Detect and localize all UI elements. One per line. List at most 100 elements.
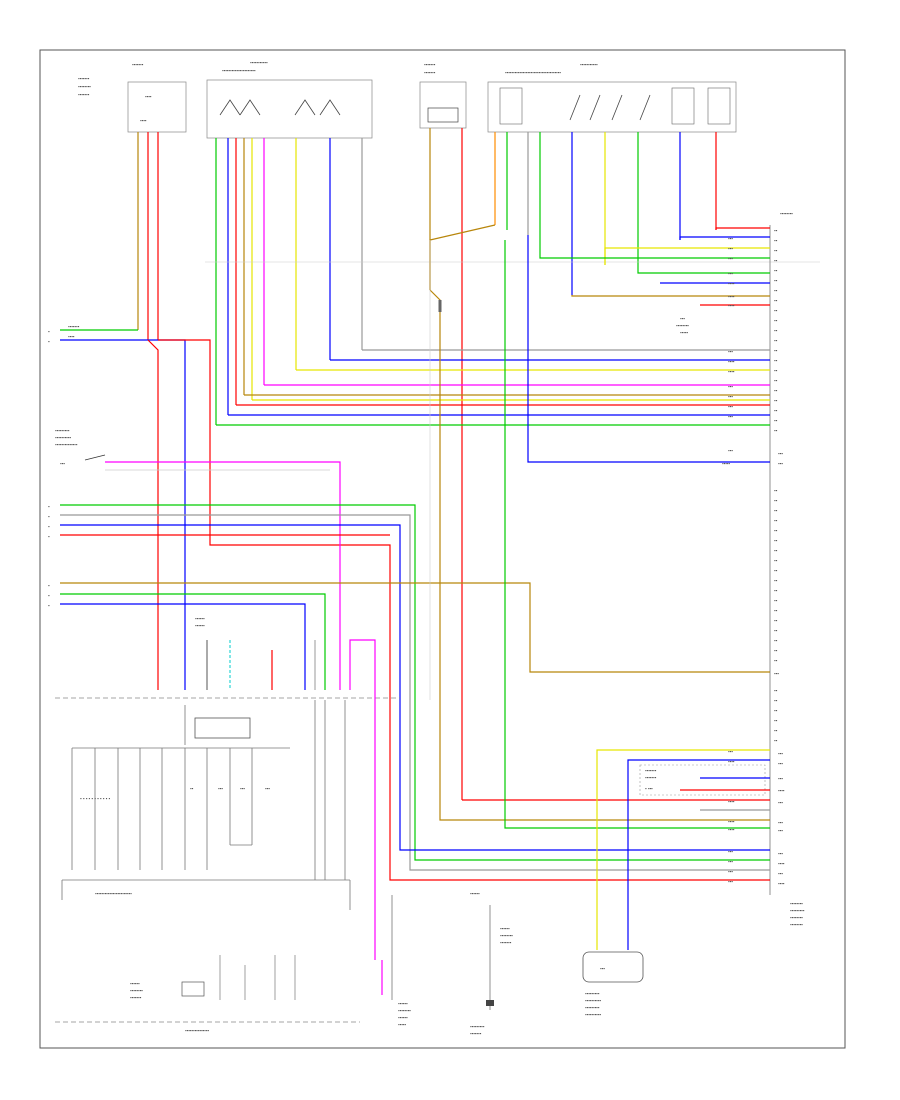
top-left-sensor: ▪▪▪▪▪▪▪ ▪▪▪▪▪▪▪ ▪▪▪▪▪▪▪▪ ▪▪▪▪▪▪▪ ▪▪▪▪ ▪▪… <box>78 62 187 133</box>
svg-text:▪▪▪▪▪▪: ▪▪▪▪▪▪ <box>500 926 510 931</box>
svg-text:▪▪▪▪▪▪▪: ▪▪▪▪▪▪▪ <box>130 995 142 1000</box>
svg-text:▪▪: ▪▪ <box>774 508 778 513</box>
speed-sensor-verticals <box>429 240 770 829</box>
svg-text:▪▪▪: ▪▪▪ <box>778 820 783 825</box>
tcm-pin-numbers: ▪▪ ▪▪ ▪▪ ▪▪ ▪▪ ▪▪ ▪▪ ▪▪ ▪▪ ▪▪ ▪▪ ▪▪ ▪▪ ▪… <box>774 228 779 743</box>
svg-text:▪▪▪: ▪▪▪ <box>728 869 733 874</box>
svg-text:▪▪▪: ▪▪▪ <box>728 246 733 251</box>
svg-text:▪▪▪▪▪▪: ▪▪▪▪▪▪ <box>195 616 205 621</box>
svg-text:▪▪: ▪▪ <box>774 538 778 543</box>
svg-text:▪▪▪▪: ▪▪▪▪ <box>778 861 785 866</box>
svg-text:▪: ▪ <box>48 524 50 529</box>
svg-text:▪▪: ▪▪ <box>774 688 778 693</box>
svg-text:▪▪▪▪▪▪▪▪▪▪: ▪▪▪▪▪▪▪▪▪▪ <box>55 435 71 440</box>
svg-text:▪▪▪▪▪▪▪▪▪: ▪▪▪▪▪▪▪▪▪ <box>470 1024 485 1029</box>
svg-text:▪▪▪▪▪▪▪▪▪▪▪▪▪▪▪▪▪▪▪▪▪▪▪▪▪▪▪▪▪▪: ▪▪▪▪▪▪▪▪▪▪▪▪▪▪▪▪▪▪▪▪▪▪▪▪▪▪▪▪▪▪▪▪▪▪▪ <box>505 70 561 75</box>
svg-text:▪▪▪▪▪▪▪: ▪▪▪▪▪▪▪ <box>424 62 436 67</box>
lower-right-sensor: ▪▪▪▪▪▪▪ ▪▪▪▪▪▪▪ ▪ ▪▪▪ <box>639 764 770 811</box>
svg-text:▪▪▪▪▪▪▪: ▪▪▪▪▪▪▪ <box>500 940 512 945</box>
svg-text:▪▪: ▪▪ <box>774 608 778 613</box>
svg-text:▪▪▪: ▪▪▪ <box>778 776 783 781</box>
svg-text:▪▪: ▪▪ <box>774 648 778 653</box>
svg-text:▪▪▪▪▪▪▪: ▪▪▪▪▪▪▪ <box>645 775 657 780</box>
diagram-border <box>39 49 846 1049</box>
svg-text:▪▪▪▪▪▪▪▪: ▪▪▪▪▪▪▪▪ <box>790 922 803 927</box>
svg-text:▪▪: ▪▪ <box>774 588 778 593</box>
svg-text:▪▪▪: ▪▪▪ <box>778 851 783 856</box>
left-position-sensor: ▪▪▪▪▪▪▪▪▪ ▪▪▪▪▪▪▪▪▪▪ ▪▪▪▪▪▪▪▪▪▪▪▪▪▪ ▪▪▪ <box>55 428 341 690</box>
svg-text:▪▪▪: ▪▪▪ <box>728 749 733 754</box>
svg-text:▪▪▪: ▪▪▪ <box>778 761 783 766</box>
svg-text:▪▪▪: ▪▪▪ <box>774 671 779 676</box>
svg-text:▪▪▪▪▪▪▪▪▪▪▪▪▪▪▪▪▪▪▪▪▪: ▪▪▪▪▪▪▪▪▪▪▪▪▪▪▪▪▪▪▪▪▪ <box>222 68 256 73</box>
svg-text:▪▪: ▪▪ <box>774 388 778 393</box>
svg-text:▪▪▪▪▪▪▪▪▪▪▪: ▪▪▪▪▪▪▪▪▪▪▪ <box>580 62 598 67</box>
transmission-solenoids: ▪▪▪▪▪▪▪▪▪▪▪ ▪▪▪▪▪▪▪▪▪▪▪▪▪▪▪▪▪▪▪▪▪▪▪▪▪▪▪▪… <box>487 62 737 133</box>
svg-text:▪▪▪▪: ▪▪▪▪ <box>778 881 785 886</box>
svg-text:▪▪▪▪: ▪▪▪▪ <box>728 303 735 308</box>
svg-text:▪▪▪▪▪▪▪▪▪▪▪▪▪▪▪▪▪▪▪▪▪▪▪: ▪▪▪▪▪▪▪▪▪▪▪▪▪▪▪▪▪▪▪▪▪▪▪ <box>95 891 132 896</box>
svg-text:▪▪: ▪▪ <box>774 268 778 273</box>
svg-text:▪▪▪▪▪▪: ▪▪▪▪▪▪ <box>470 891 480 896</box>
svg-text:▪▪▪▪▪▪▪▪: ▪▪▪▪▪▪▪▪ <box>130 988 143 993</box>
svg-text:▪▪▪▪: ▪▪▪▪ <box>728 369 735 374</box>
svg-text:▪▪: ▪▪ <box>774 708 778 713</box>
svg-text:▪▪: ▪▪ <box>774 308 778 313</box>
svg-text:▪▪▪▪▪▪▪▪▪▪▪: ▪▪▪▪▪▪▪▪▪▪▪ <box>250 60 268 65</box>
svg-text:▪▪▪▪▪▪▪▪▪▪▪▪▪▪: ▪▪▪▪▪▪▪▪▪▪▪▪▪▪ <box>55 442 78 447</box>
svg-text:▪▪▪: ▪▪▪ <box>728 256 733 261</box>
svg-text:▪▪: ▪▪ <box>774 238 778 243</box>
svg-text:▪▪▪: ▪▪▪ <box>778 461 783 466</box>
svg-text:▪▪▪: ▪▪▪ <box>60 461 65 466</box>
svg-text:▪▪▪: ▪▪▪ <box>778 451 783 456</box>
svg-text:▪▪▪▪▪▪▪▪: ▪▪▪▪▪▪▪▪ <box>790 915 803 920</box>
svg-text:▪▪: ▪▪ <box>774 398 778 403</box>
brake-switch-lower: ▪▪▪▪▪▪ ▪▪▪▪▪▪▪▪ ▪▪▪▪▪▪ ▪▪▪▪▪ <box>381 895 411 1027</box>
svg-text:▪▪: ▪▪ <box>774 378 778 383</box>
svg-text:▪▪: ▪▪ <box>774 408 778 413</box>
svg-text:▪▪: ▪▪ <box>774 298 778 303</box>
combination-meter: ▪ ▪ ▪ ▪ ▪ ▪ ▪ ▪ ▪ ▪ ▪ ▪▪ ▪▪▪ ▪▪▪ ▪▪▪ ▪▪▪… <box>61 700 351 910</box>
svg-text:▪▪▪▪▪: ▪▪▪▪▪ <box>398 1022 406 1027</box>
svg-text:▪▪▪▪▪▪▪▪: ▪▪▪▪▪▪▪▪ <box>790 901 803 906</box>
tcm-connector: ▪▪▪▪▪▪▪▪ ▪▪▪▪▪▪▪▪ ▪▪▪▪▪▪▪▪▪ ▪▪▪▪▪▪▪▪ ▪▪▪… <box>769 211 805 927</box>
svg-text:▪ ▪ ▪ ▪ ▪ ▪ ▪ ▪ ▪ ▪ ▪: ▪ ▪ ▪ ▪ ▪ ▪ ▪ ▪ ▪ ▪ ▪ <box>80 796 110 801</box>
svg-text:▪▪: ▪▪ <box>774 628 778 633</box>
svg-text:▪▪▪▪: ▪▪▪▪ <box>728 294 735 299</box>
svg-text:▪▪▪▪▪▪▪▪▪▪: ▪▪▪▪▪▪▪▪▪▪ <box>585 1012 601 1017</box>
svg-text:▪▪: ▪▪ <box>774 428 778 433</box>
svg-text:▪▪▪▪▪▪▪▪▪: ▪▪▪▪▪▪▪▪▪ <box>55 428 70 433</box>
svg-text:▪▪: ▪▪ <box>774 658 778 663</box>
svg-text:▪▪▪▪▪▪▪: ▪▪▪▪▪▪▪ <box>470 1031 482 1036</box>
left-wires-group-1: ▪ ▪ ▪▪▪▪▪▪▪ ▪▪▪▪ <box>48 324 770 881</box>
output-speed-sensor: ▪▪▪ ▪▪▪▪▪▪▪▪▪ ▪▪▪▪▪▪▪▪▪▪ ▪▪▪▪▪▪▪▪▪ ▪▪▪▪▪… <box>582 749 770 1017</box>
svg-text:▪▪▪▪▪: ▪▪▪▪▪ <box>722 461 730 466</box>
svg-text:▪▪▪▪: ▪▪▪▪ <box>145 94 152 99</box>
meter-lower-components: ▪▪▪▪▪▪ ▪▪▪▪▪▪▪▪ ▪▪▪▪▪▪▪ ▪▪▪▪▪▪▪▪▪▪▪▪▪▪▪ <box>55 955 360 1033</box>
svg-text:▪▪▪: ▪▪▪ <box>218 786 223 791</box>
svg-text:▪: ▪ <box>48 329 50 334</box>
svg-text:▪▪▪▪▪▪▪: ▪▪▪▪▪▪▪ <box>68 324 80 329</box>
svg-text:▪▪▪: ▪▪▪ <box>728 394 733 399</box>
svg-text:▪▪▪▪: ▪▪▪▪ <box>728 281 735 286</box>
svg-text:▪▪▪▪▪▪▪: ▪▪▪▪▪▪▪ <box>132 62 144 67</box>
svg-text:▪▪▪: ▪▪▪ <box>728 384 733 389</box>
svg-text:▪▪▪▪: ▪▪▪▪ <box>778 788 785 793</box>
svg-text:▪▪▪▪▪: ▪▪▪▪▪ <box>680 330 688 335</box>
svg-text:▪▪▪: ▪▪▪ <box>728 448 733 453</box>
svg-text:▪▪▪: ▪▪▪ <box>778 871 783 876</box>
input-speed-sensor: ▪▪▪▪▪▪▪ ▪▪▪▪▪▪▪ <box>419 62 467 129</box>
svg-text:▪▪▪: ▪▪▪ <box>778 828 783 833</box>
svg-text:▪▪▪▪▪▪▪▪: ▪▪▪▪▪▪▪▪ <box>78 84 91 89</box>
svg-text:▪▪▪: ▪▪▪ <box>728 879 733 884</box>
svg-text:▪▪▪▪▪▪: ▪▪▪▪▪▪ <box>398 1001 408 1006</box>
svg-text:▪▪: ▪▪ <box>774 358 778 363</box>
svg-text:▪▪: ▪▪ <box>774 578 778 583</box>
svg-text:▪▪▪: ▪▪▪ <box>600 966 605 971</box>
svg-text:▪: ▪ <box>48 339 50 344</box>
meter-connector-pins: ▪▪▪▪▪▪ ▪▪▪▪▪▪ <box>195 616 376 960</box>
svg-text:▪: ▪ <box>48 583 50 588</box>
svg-text:▪▪▪: ▪▪▪ <box>728 414 733 419</box>
svg-text:▪▪▪▪▪▪▪▪▪: ▪▪▪▪▪▪▪▪▪ <box>585 991 600 996</box>
